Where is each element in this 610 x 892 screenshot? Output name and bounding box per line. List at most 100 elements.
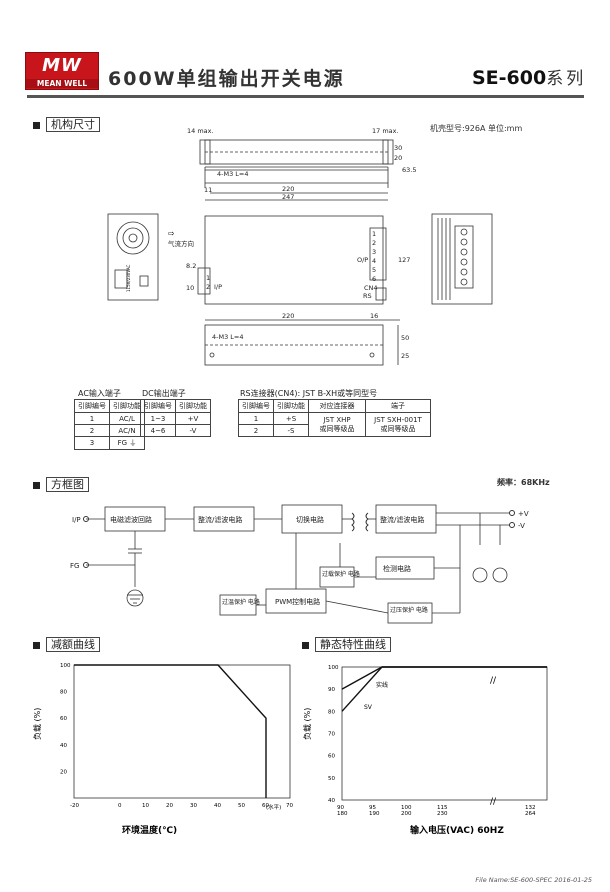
ac-th-1: 引脚编号 — [74, 399, 110, 413]
static-series-b-label: SV — [364, 704, 373, 711]
frequency-label: 频率：68KHz — [497, 478, 550, 487]
static-ytick: 50 — [328, 776, 335, 782]
case-info: 机壳型号:926A 单位:mm — [430, 124, 523, 133]
derating-xtick: -20 — [70, 803, 79, 809]
static-ytick: 80 — [328, 709, 335, 715]
dim-17max: 17 max. — [372, 127, 399, 135]
rs-table-caption: RS连接器(CN4): JST B-XH或等同型号 — [240, 389, 378, 398]
table-row: 2-S — [238, 424, 431, 437]
dim-14max: 14 max. — [187, 127, 214, 135]
static-chart: 9018095190100200115230132264100908070605… — [302, 665, 548, 836]
ac-cell: 1 — [74, 412, 110, 425]
dim-63.5: 63.5 — [402, 166, 416, 174]
op-pin-1: 1 — [372, 230, 376, 238]
header-rule — [27, 95, 584, 98]
block-detect: 检测电路 — [383, 564, 411, 573]
static-ytick: 60 — [328, 754, 335, 760]
section-mechanical-title: 机构尺寸 — [46, 117, 100, 132]
static-ytick: 100 — [328, 665, 339, 671]
block-rect2: 整流/滤波电路 — [380, 515, 424, 524]
derating-xlabel: 环境温度(℃) — [122, 824, 177, 836]
ac-cell: FG ⏚ — [109, 436, 145, 450]
terminal-view — [431, 213, 493, 305]
dim-220: 220 — [282, 185, 294, 193]
dim-10: 10 — [186, 284, 194, 292]
dc-th-2: 引脚功能 — [175, 399, 211, 413]
static-ytick: 70 — [328, 732, 335, 738]
dim-8.2: 8.2 — [186, 262, 196, 270]
series-title: SE-600系列 — [472, 64, 586, 89]
static-series-line-2 — [341, 666, 547, 712]
rs-cell: 2 — [238, 424, 274, 437]
static-xtick-sub: 180 — [337, 811, 348, 817]
static-xtick-sub: 190 — [369, 811, 380, 817]
dim-127: 127 — [398, 256, 410, 264]
voltage-select-label: 115V/230VAC — [126, 265, 131, 293]
section-block: 方框图 — [33, 476, 89, 492]
dim-220b: 220 — [282, 312, 294, 320]
static-xtick: 95 — [369, 805, 376, 811]
rs-label: RS — [363, 292, 372, 300]
derating-xtick: 30 — [190, 803, 197, 809]
dc-table: 引脚编号引脚功能 1~3+V 4~6-V — [140, 399, 211, 437]
op-pin-6: 6 — [372, 275, 376, 283]
block-fg-label: FG — [70, 562, 79, 570]
block-pwm: PWM控制电路 — [275, 597, 320, 606]
rs-th: 引脚编号 — [238, 399, 274, 413]
dim-30: 30 — [394, 144, 402, 152]
section-block-title: 方框图 — [46, 477, 89, 492]
section-mechanical: 机构尺寸 — [33, 116, 100, 132]
rs-th: 引脚功能 — [273, 399, 309, 413]
meanwell-logo: MW MEAN WELL — [25, 52, 99, 90]
block-switch: 切换电路 — [296, 515, 324, 524]
section-derating: 减额曲线 — [33, 636, 100, 652]
derating-ylabel: 负载 (%) — [32, 708, 42, 740]
dim-4m3: 4-M3 L=4 — [217, 170, 249, 178]
dim-16: 16 — [370, 312, 378, 320]
static-ytick: 90 — [328, 687, 335, 693]
static-xtick-sub: 200 — [401, 811, 412, 817]
dim-25: 25 — [401, 352, 409, 360]
derating-xtick: 70 — [286, 803, 293, 809]
block-diagram: I/P FG +V -V 电磁滤波回路 整流/滤波电路 切换电路 整流/滤波电路… — [70, 504, 529, 624]
rs-cell: JST SXH-001T 或同等级品 — [365, 412, 431, 437]
block-ip-label: I/P — [72, 516, 81, 524]
derating-xtick: 60 — [262, 803, 269, 809]
dc-cell: +V — [175, 412, 211, 425]
ip-pin-2: 2 — [206, 283, 210, 291]
ip-pin-1: 1 — [206, 274, 210, 282]
static-xtick: 100 — [401, 805, 412, 811]
derating-xtick: 50 — [238, 803, 245, 809]
derating-ytick: 20 — [60, 769, 67, 775]
series-suffix: 系列 — [546, 69, 587, 89]
op-pin-5: 5 — [372, 266, 376, 274]
block-ovp: 过压保护 电路 — [390, 606, 428, 614]
block-oltp: 过温保护 电路 — [222, 598, 260, 606]
side-view-body — [204, 215, 384, 305]
logo-text: MEAN WELL — [26, 79, 98, 88]
section-derating-title: 减额曲线 — [46, 637, 100, 652]
rs-th: 端子 — [365, 399, 431, 413]
static-series-a-label: 实线 — [376, 681, 388, 689]
static-xtick: 132 — [525, 805, 536, 811]
derating-xtick: 10 — [142, 803, 149, 809]
footer-filename: File Name:SE-600-SPEC 2016-01-25 — [475, 876, 592, 884]
static-xtick: 90 — [337, 805, 344, 811]
dim-247: 247 — [282, 193, 294, 201]
rs-cell: +S — [273, 412, 309, 425]
rs-cell: -S — [273, 424, 309, 437]
derating-ytick: 80 — [60, 690, 67, 696]
ac-table-caption: AC输入端子 — [78, 389, 121, 398]
static-xtick-sub: 230 — [437, 811, 448, 817]
derating-xtick: 40 — [214, 803, 221, 809]
static-xtick-sub: 264 — [525, 811, 536, 817]
static-ylabel: 负载 (%) — [302, 708, 312, 740]
derating-ytick: 100 — [60, 663, 71, 669]
dim-11: 11 — [204, 186, 212, 194]
block-pos-label: +V — [518, 510, 529, 518]
derating-xunit: (水平) — [266, 803, 281, 811]
